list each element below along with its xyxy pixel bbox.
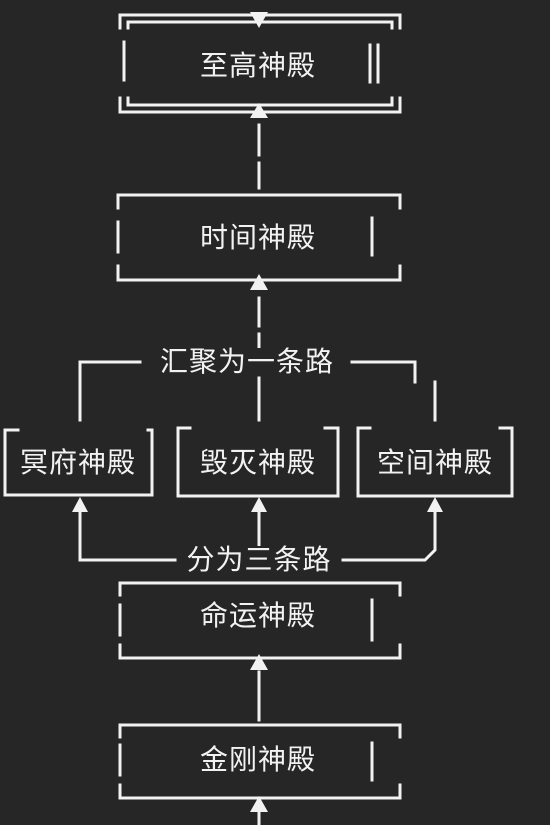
merge-bus-right [350, 360, 417, 384]
node-time: 时间神殿 [199, 221, 317, 254]
merge-note: 汇聚为一条路 [155, 348, 339, 376]
arrow-up-supreme-icon [250, 103, 268, 118]
arrow-up-destruction-icon [251, 497, 267, 512]
node-underworld: 冥府神殿 [19, 446, 137, 479]
arrow-up-underworld-icon [72, 497, 88, 512]
node-space: 空间神殿 [376, 446, 494, 479]
vajra-frame-bottom [118, 783, 402, 800]
arrow-up-space-icon [427, 497, 443, 512]
node-destruction: 毁灭神殿 [199, 446, 317, 479]
node-vajra: 金刚神殿 [199, 743, 317, 776]
time-frame-top [116, 193, 402, 210]
arrow-up-vajra-icon [250, 796, 268, 812]
fate-frame-top [118, 581, 402, 597]
node-fate: 命运神殿 [199, 599, 317, 632]
arrow-up-time-icon [250, 274, 268, 290]
space-frame [356, 426, 514, 498]
split-bus-left [78, 508, 177, 562]
split-bus-right [341, 508, 437, 562]
destruction-frame [176, 426, 340, 498]
supreme-frame-inner-bottom [126, 96, 394, 107]
arrow-down-top-icon [250, 12, 268, 28]
split-note: 分为三条路 [182, 546, 336, 574]
merge-bus-left [78, 360, 142, 422]
vajra-frame-top [118, 723, 402, 739]
arrow-up-fate-icon [250, 654, 268, 670]
underworld-frame [3, 428, 154, 497]
node-supreme: 至高神殿 [199, 49, 317, 82]
